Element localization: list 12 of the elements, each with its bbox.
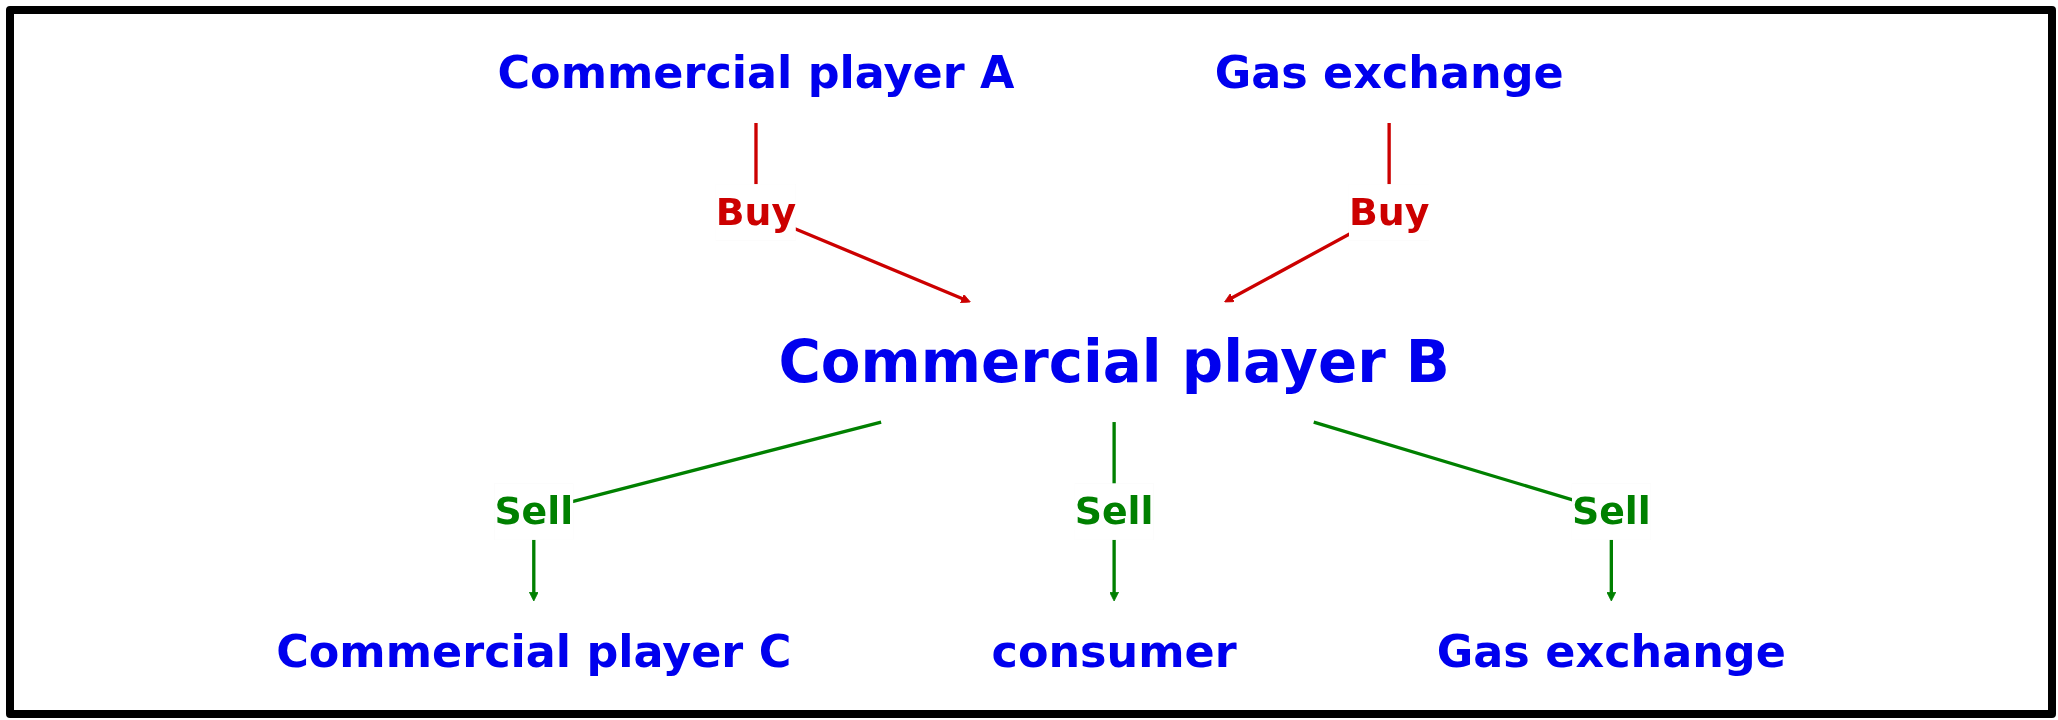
edge-label: Sell xyxy=(1571,488,1651,534)
node-text: Commercial player A xyxy=(497,47,1015,99)
edge-label: Sell xyxy=(494,488,574,534)
node-text: Gas exchange xyxy=(1436,625,1786,677)
edge-label: Buy xyxy=(715,189,797,235)
node-text: Commercial player C xyxy=(276,625,792,677)
edge-label: Buy xyxy=(1348,189,1430,235)
edge-label: Sell xyxy=(1074,488,1154,534)
node-text: Commercial player B xyxy=(778,328,1450,396)
node-text: consumer xyxy=(991,625,1237,677)
frame-border: Buy Buy Sell Sell Sell Commercial player A Gas exchange Commercial player B Commercial player C consumer Gas exchange xyxy=(6,6,2056,718)
node-text: Gas exchange xyxy=(1214,47,1564,99)
